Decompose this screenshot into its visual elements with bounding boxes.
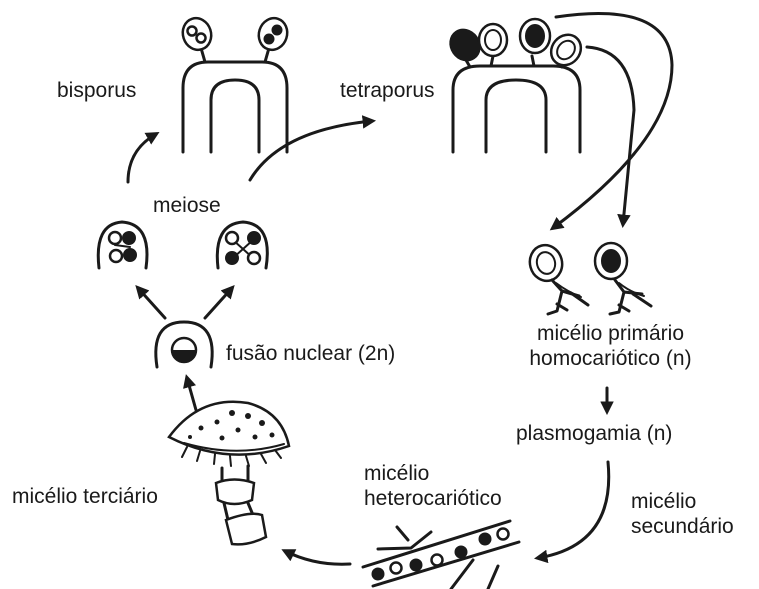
meiosis-cell-left bbox=[98, 222, 147, 268]
arrow-fusion-to-left-meiosis bbox=[138, 288, 165, 318]
label-meiose: meiose bbox=[153, 193, 221, 218]
label-micelio-heterocariotico-line2: heterocariótico bbox=[364, 486, 502, 511]
heterokaryotic-hypha bbox=[363, 521, 519, 589]
arrow-meiose-to-tetraporus bbox=[250, 121, 372, 180]
label-micelio-primario-line2: homocariótico (n) bbox=[488, 346, 733, 371]
arrow-plasmogamia-to-hypha bbox=[538, 462, 609, 558]
primary-mycelium-spore-light bbox=[526, 241, 588, 314]
nuclear-fusion-cell bbox=[156, 322, 212, 367]
spore-dark bbox=[255, 14, 292, 53]
meiosis-cell-right bbox=[217, 222, 267, 268]
spore-dark bbox=[520, 19, 550, 53]
arrow-hypha-to-mushroom bbox=[285, 551, 350, 564]
label-micelio-heterocariotico: micélio heterocariótico bbox=[364, 461, 502, 511]
arrow-tetraporus-to-primary-dark bbox=[587, 47, 634, 224]
label-micelio-primario: micélio primário homocariótico (n) bbox=[488, 321, 733, 371]
label-micelio-secundario-line2: secundário bbox=[631, 514, 734, 539]
label-micelio-secundario-line1: micélio bbox=[631, 489, 734, 514]
spore-light bbox=[179, 14, 216, 53]
bisporus-basidium bbox=[179, 14, 292, 152]
label-bisporus: bisporus bbox=[57, 78, 136, 103]
label-micelio-heterocariotico-line1: micélio bbox=[364, 461, 502, 486]
arrow-meiose-to-bisporus bbox=[128, 134, 156, 182]
spore-light bbox=[479, 24, 507, 56]
label-tetraporus: tetraporus bbox=[340, 78, 435, 103]
arrow-fusion-to-right-meiosis bbox=[205, 288, 232, 318]
label-fusao-nuclear: fusão nuclear (2n) bbox=[226, 341, 395, 366]
label-plasmogamia: plasmogamia (n) bbox=[516, 421, 672, 446]
label-micelio-terciario: micélio terciário bbox=[12, 484, 158, 509]
mushroom-fruiting-body bbox=[169, 402, 289, 545]
label-micelio-secundario: micélio secundário bbox=[631, 489, 734, 539]
tetraporus-basidium bbox=[444, 19, 587, 152]
arrow-mushroom-to-fusion bbox=[187, 378, 196, 410]
label-micelio-primario-line1: micélio primário bbox=[488, 321, 733, 346]
primary-mycelium-spore-dark bbox=[595, 243, 651, 314]
